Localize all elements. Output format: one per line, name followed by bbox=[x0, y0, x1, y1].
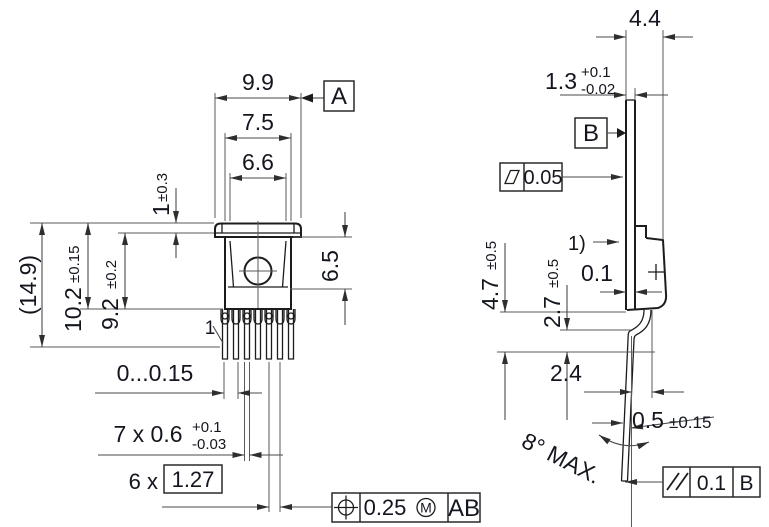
fcf-position-tol: 0.25 bbox=[364, 495, 407, 520]
tab-corner-ticks bbox=[221, 224, 295, 233]
dim-6-5: 6.5 bbox=[317, 250, 343, 282]
dim-1-3-tol-plus: +0.1 bbox=[581, 64, 611, 81]
centerlines bbox=[239, 221, 277, 308]
fcf-position-datums: AB bbox=[448, 495, 480, 522]
dim-1: 1 ±0.3 bbox=[148, 173, 174, 216]
fcf-position-dividers bbox=[359, 493, 449, 522]
lead-back-edge bbox=[620, 309, 645, 482]
front-left-dimensions: (14.9) 10.2 ±0.15 9.2 ±0.2 1 ±0.3 bbox=[15, 173, 223, 348]
front-bottom-dimensions: 0...0.15 7 x 0.6 +0.1 -0.03 6 x 1.27 bbox=[95, 360, 332, 512]
dim-1-3: 1.3 bbox=[545, 68, 577, 94]
dim-2-7: 2.7 ±0.5 bbox=[539, 259, 565, 328]
dim-4-7: 4.7 ±0.5 bbox=[477, 241, 503, 310]
dim-2-7-value: 2.7 bbox=[539, 296, 565, 328]
position-symbol-icon bbox=[334, 495, 358, 520]
dim-9-9: 9.9 bbox=[242, 69, 274, 95]
fcf-position: 0.25 M AB bbox=[331, 492, 481, 523]
pin1-leader bbox=[212, 325, 224, 344]
dim-9-2-value: 9.2 bbox=[97, 298, 123, 330]
dim-0-5-leader bbox=[630, 416, 715, 430]
dim-pitch: 1.27 bbox=[172, 467, 215, 492]
bottom-extension-lines bbox=[223, 362, 281, 512]
fcf-position-modifier: M bbox=[420, 500, 432, 516]
left-extension-lines bbox=[30, 222, 223, 348]
dim-10-2: 10.2 ±0.15 bbox=[60, 246, 86, 332]
body-center-mark bbox=[648, 264, 664, 280]
angle-max: 8° MAX. bbox=[518, 427, 605, 489]
dim-pitch-box bbox=[163, 464, 223, 494]
dim-0-5-tol: ±0.15 bbox=[669, 413, 711, 432]
datum-a-box bbox=[323, 80, 355, 112]
body-notch bbox=[635, 225, 647, 238]
side-top-extension-lines bbox=[625, 30, 664, 240]
front-pins: 1 bbox=[205, 309, 296, 360]
top-extension-lines bbox=[214, 93, 302, 221]
front-top-dimensions: 9.9 7.5 6.6 A bbox=[214, 69, 355, 221]
datum-a-label: A bbox=[331, 83, 347, 110]
fcf-parallel-tol: 0.1 bbox=[697, 472, 726, 495]
dim-standoff: 0...0.15 bbox=[117, 360, 194, 386]
pad-extension-lines bbox=[290, 236, 352, 290]
dim-4-7-value: 4.7 bbox=[477, 278, 503, 310]
dim-2-7-tol: ±0.5 bbox=[545, 259, 562, 288]
dim-10-2-tol: ±0.15 bbox=[66, 246, 83, 283]
pin-legs bbox=[221, 309, 295, 360]
datum-b-triangle bbox=[617, 128, 626, 138]
body-profile bbox=[626, 237, 668, 311]
front-package-outline bbox=[214, 221, 302, 310]
dim-lead-tol-plus: +0.1 bbox=[192, 419, 222, 436]
side-note-dimensions: 1) 0.1 bbox=[568, 233, 662, 295]
mmc-modifier-icon: M bbox=[416, 497, 436, 518]
dim-1-3-tol-minus: -0.02 bbox=[581, 81, 615, 98]
side-package-outline bbox=[620, 99, 668, 527]
dim-2-4: 2.4 bbox=[550, 360, 582, 386]
dim-0-5: 0.5 bbox=[632, 407, 664, 433]
dim-6-5-value: 6.5 bbox=[317, 250, 343, 282]
front-pad-dimension: 6.5 bbox=[290, 212, 352, 325]
body-outline bbox=[224, 236, 292, 310]
dim-14-9-value: (14.9) bbox=[15, 255, 41, 315]
dim-14-9: (14.9) bbox=[15, 255, 41, 315]
side-top-dimensions: 4.4 1.3 +0.1 -0.02 B bbox=[545, 5, 693, 240]
dim-0-1: 0.1 bbox=[581, 260, 613, 286]
lead-front-edge bbox=[626, 309, 652, 482]
angle-max-value: 8° MAX. bbox=[518, 427, 605, 489]
pin-shoulders bbox=[220, 309, 296, 325]
fcf-parallel-datum: B bbox=[739, 472, 753, 495]
fcf-flatness-tol: 0.05 bbox=[524, 167, 563, 189]
dim-4-4: 4.4 bbox=[629, 5, 661, 31]
parallelism-icon bbox=[666, 472, 689, 491]
side-view: 4.4 1.3 +0.1 -0.02 B 0.05 1) 0.1 bbox=[477, 5, 761, 527]
angle-arc bbox=[598, 434, 650, 450]
dim-pitch-prefix: 6 x bbox=[129, 469, 158, 494]
flatness-icon bbox=[504, 169, 520, 185]
tab-outline bbox=[214, 222, 302, 238]
dim-9-2-tol: ±0.2 bbox=[103, 260, 120, 289]
dim-9-2: 9.2 ±0.2 bbox=[97, 260, 123, 330]
dim-7-5: 7.5 bbox=[242, 109, 274, 135]
note-ref: 1) bbox=[568, 233, 586, 255]
pin-holes bbox=[221, 312, 295, 320]
fcf-parallel: 0.1 B bbox=[625, 466, 761, 498]
fcf-parallel-dividers bbox=[689, 467, 734, 497]
dim-lead-width: 7 x 0.6 bbox=[113, 421, 182, 447]
pin1-label: 1 bbox=[205, 318, 216, 339]
dim-lead-tol-minus: -0.03 bbox=[192, 436, 226, 453]
lead-extension-lines bbox=[497, 310, 655, 398]
dim-6-6: 6.6 bbox=[242, 149, 274, 175]
dim-1-value: 1 bbox=[148, 203, 174, 216]
datum-b-label: B bbox=[583, 120, 599, 147]
datum-a-triangle bbox=[301, 93, 313, 103]
dim-4-7-tol: ±0.5 bbox=[483, 241, 500, 270]
fcf-position-box bbox=[331, 492, 481, 523]
front-view: 1 9.9 7.5 6.6 A (14.9) bbox=[15, 69, 481, 523]
dim-1-tol: ±0.3 bbox=[154, 173, 171, 202]
fcf-flatness: 0.05 bbox=[499, 162, 623, 192]
dim-10-2-value: 10.2 bbox=[60, 287, 86, 332]
